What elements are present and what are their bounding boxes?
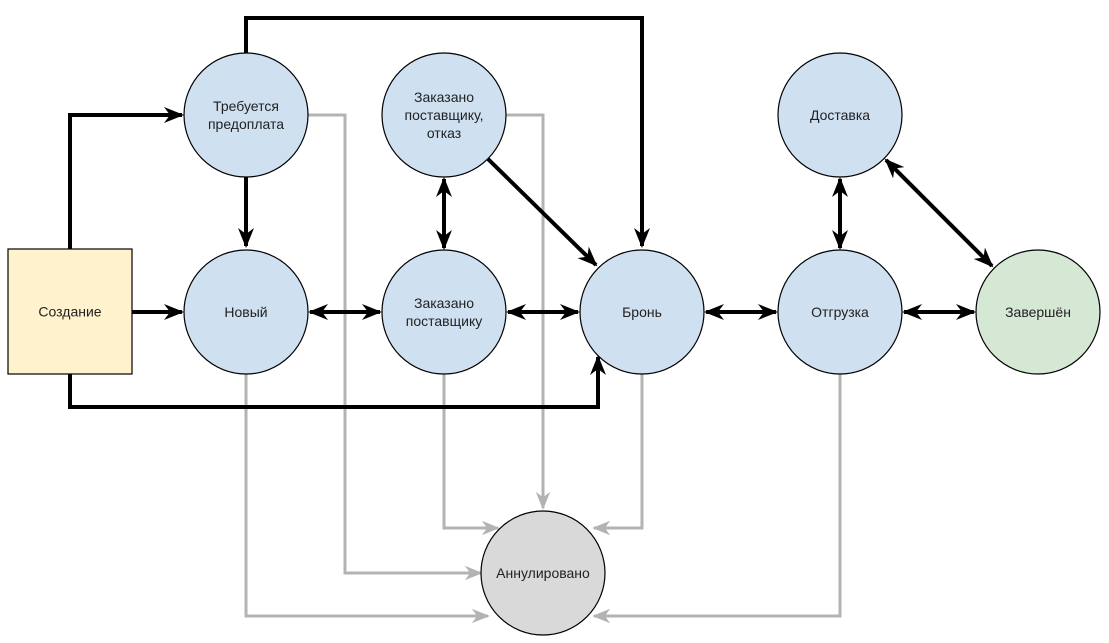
edge-create-to-prepay [68, 107, 184, 249]
node-reserve-shape [579, 249, 705, 375]
node-prepay-shape [183, 52, 309, 178]
edge-create-to-reserve [68, 355, 606, 409]
node-done-shape [975, 249, 1101, 375]
edge-ordered-refused-to-reserve [486, 157, 598, 267]
node-reserve-label-line: Бронь [622, 304, 662, 320]
state-nodes: СозданиеТребуетсяпредоплатаЗаказанопоста… [7, 52, 1101, 636]
node-create: Создание [7, 248, 133, 375]
node-done-label-line: Завершён [1005, 304, 1071, 320]
edge-ordered-refused-to-cancelled [506, 113, 551, 510]
node-new: Новый [183, 249, 309, 375]
edge-shipment-to-cancelled [592, 374, 842, 624]
edge-reserve-to-cancelled [592, 374, 644, 536]
node-ordered-refused-label-line: Заказано [414, 89, 474, 105]
node-ordered-refused-label-line: поставщику, [405, 107, 484, 123]
node-prepay-label-line: Требуется [213, 98, 279, 114]
node-new-label-line: Новый [224, 304, 267, 320]
edge-prepay-to-reserve [244, 16, 650, 248]
node-ordered-refused-shape [381, 52, 507, 178]
node-prepay: Требуется предоплата [183, 52, 309, 178]
node-ordered-refused: Заказано поставщику, отказ [381, 52, 507, 178]
node-create-shape [7, 248, 133, 375]
node-delivery-label-line: Доставка [810, 107, 870, 123]
node-shipment-shape [777, 249, 903, 375]
node-delivery: Доставка [777, 52, 903, 178]
node-ordered-refused-label-line: отказ [427, 125, 461, 141]
node-ordered-label-line: Заказано [414, 295, 474, 311]
node-ordered-shape [381, 249, 507, 375]
edge-prepay-to-cancelled [308, 113, 483, 581]
edge-ordered-to-cancelled [442, 374, 500, 536]
node-cancelled-shape [480, 510, 606, 636]
node-done: Завершён [975, 249, 1101, 375]
cancellation-edges [244, 113, 842, 624]
node-delivery-shape [777, 52, 903, 178]
node-ordered: Заказано поставщику [381, 249, 507, 375]
node-shipment-label-line: Отгрузка [811, 304, 869, 320]
node-ordered-label-line: поставщику [406, 313, 482, 329]
node-shipment: Отгрузка [777, 249, 903, 375]
node-new-shape [183, 249, 309, 375]
node-create-label-line: Создание [38, 304, 101, 320]
node-reserve: Бронь [579, 249, 705, 375]
node-cancelled-label-line: Аннулировано [496, 565, 590, 581]
edge-new-to-cancelled [244, 374, 490, 624]
node-prepay-label-line: предоплата [208, 116, 284, 132]
edge-delivery-done [884, 158, 994, 268]
node-cancelled: Аннулировано [480, 510, 606, 636]
transition-edges [68, 16, 994, 409]
